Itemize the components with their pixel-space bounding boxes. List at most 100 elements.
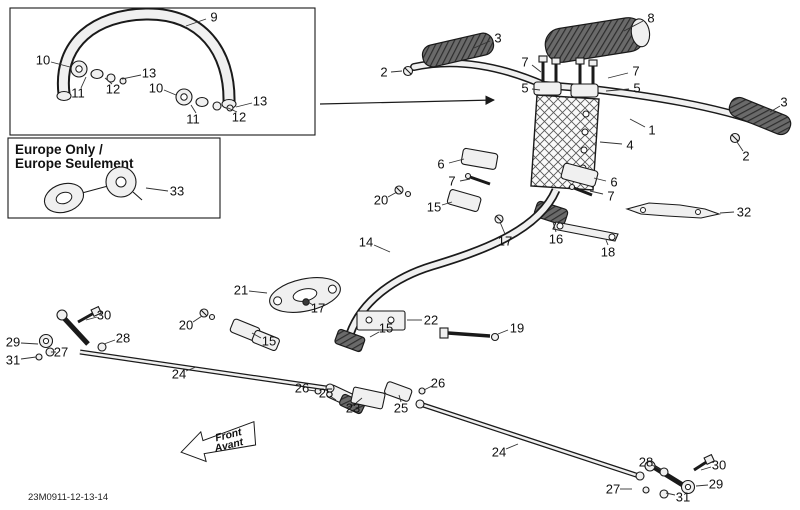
callout-leader-7 [531,64,542,73]
grip-pad-right [728,96,792,136]
callout-leader-2 [390,70,403,73]
callout-label-29: 29 [709,477,723,492]
europe-label-line1: Europe Only / [15,142,103,157]
callout-label-2: 2 [742,149,749,164]
callout-leader-10 [163,89,177,96]
callout-leader-7 [607,72,629,79]
callout-label-9: 9 [210,10,217,25]
callout-leader-7 [589,190,604,195]
riser-plate [530,94,600,191]
screw-17-low [302,298,310,306]
drawing-code: 23M0911-12-13-14 [28,492,108,503]
bearing-flange-21 [269,277,341,313]
front-direction-arrow: Front Avant [180,420,257,463]
screw-17-mid [494,214,504,224]
callout-leader-6 [593,177,607,182]
callout-label-7: 7 [607,189,614,204]
callout-leader-1 [629,118,646,128]
callout-label-7: 7 [521,55,528,70]
callout-leader-26 [307,389,317,392]
callout-label-28: 28 [639,455,653,470]
callout-label-25: 25 [319,386,333,401]
callout-leader-11 [80,76,87,89]
callout-label-24: 24 [492,445,506,460]
callout-label-13: 13 [253,94,267,109]
callout-label-24: 24 [172,367,186,382]
callout-label-18: 18 [601,245,615,260]
europe-label-line2: Europe Seulement [15,156,134,171]
callout-leader-2 [736,141,744,152]
callout-label-30: 30 [712,458,726,473]
callout-leader-8 [623,20,644,32]
callout-label-33: 33 [170,184,184,199]
callout-label-11: 11 [186,112,200,127]
bracket-22 [356,310,406,331]
callout-label-7: 7 [448,174,455,189]
callout-leader-24 [185,366,197,372]
callout-leader-28 [651,464,662,471]
bracket-32 [625,202,721,219]
clamp-block-right [560,162,599,197]
callout-label-26: 26 [431,376,445,391]
clamp-cap-right [570,83,599,98]
callout-leader-33 [145,187,169,192]
callout-label-3: 3 [780,95,787,110]
callout-label-25: 25 [394,401,408,416]
callout-leader-9 [185,18,207,27]
callout-label-32: 32 [737,205,751,220]
callout-label-21: 21 [234,283,248,298]
callout-label-23: 23 [346,401,360,416]
callout-leader-31 [665,492,676,496]
callout-leader-3 [473,40,491,49]
callout-leader-13 [121,74,142,80]
clamp-15-low [229,318,280,352]
steering-column [345,188,561,336]
hoop-clamp-right [175,88,234,112]
callout-leader-21 [248,290,268,294]
callout-leader-15 [251,332,262,339]
callout-label-27: 27 [606,482,620,497]
callout-leader-6 [448,158,465,164]
callout-label-17: 17 [498,234,512,249]
steering-assembly [35,17,792,499]
callout-label-19: 19 [510,321,524,336]
screw-20-top [394,185,412,198]
callout-label-12: 12 [106,82,120,97]
callout-leader-11 [190,104,197,114]
callout-leader-28 [103,339,116,345]
callout-leader-7 [459,178,471,182]
callout-leader-3 [769,105,781,113]
callout-leader-15 [441,201,453,206]
clamp-cap-left [533,81,562,96]
callout-label-17: 17 [311,301,325,316]
tie-rod-rear [415,399,645,481]
screw-right [729,132,741,144]
callout-leader-18 [605,239,609,246]
callout-leader-26 [423,385,433,391]
hoop-clamp-left [70,60,127,85]
screw-20-low [199,308,216,321]
callout-label-22: 22 [424,313,438,328]
bolt-19 [439,327,500,342]
horn-part [43,166,143,214]
callout-leader-15 [369,331,380,338]
callout-label-12: 12 [232,110,246,125]
callout-leader-29 [20,342,39,345]
callout-leader-29 [695,484,709,487]
handlebar-hoop-inset [9,7,316,136]
callout-label-29: 29 [6,335,20,350]
callout-leader-14 [373,244,391,253]
callout-label-28: 28 [116,331,130,346]
callout-leader-5 [531,88,541,91]
clamp-block-left [446,147,499,212]
callout-leader-31 [20,356,37,360]
callout-label-11: 11 [71,86,85,101]
callout-leader-12 [104,77,113,85]
callout-label-20: 20 [374,193,388,208]
callout-label-15: 15 [379,321,393,336]
grip-pad-left [421,32,495,68]
callout-leader-17 [499,221,506,235]
callout-label-14: 14 [359,235,373,250]
callout-label-27: 27 [54,345,68,360]
